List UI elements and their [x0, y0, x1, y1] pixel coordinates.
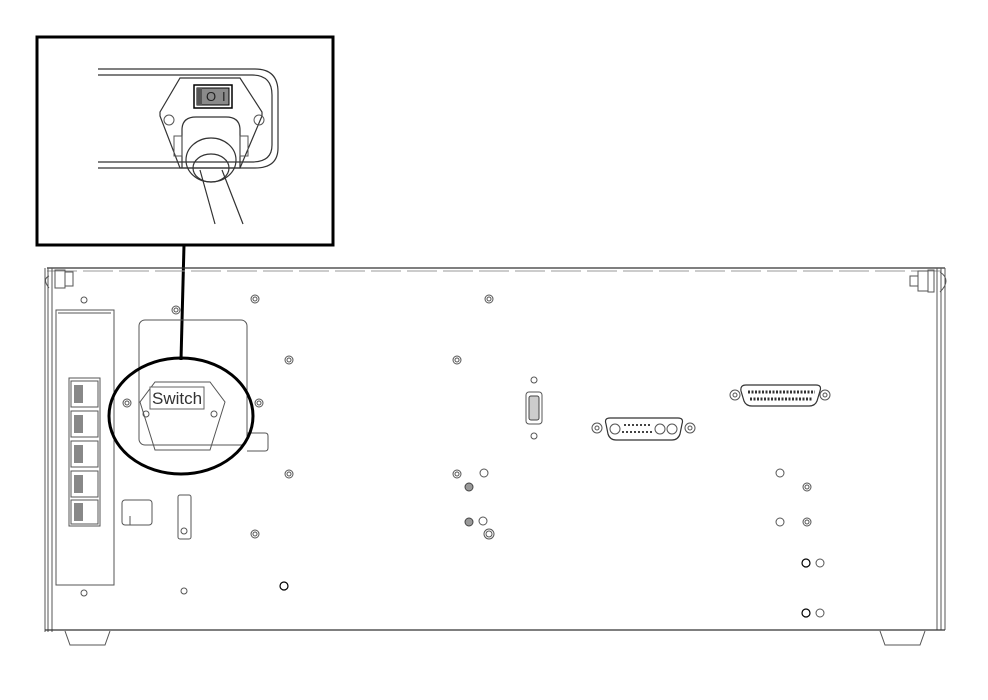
screw-icon [253, 114, 265, 126]
thumbscrew-icon [45, 269, 74, 289]
ethernet-port-icon [70, 499, 99, 525]
chassis [44, 267, 947, 646]
rocker-switch: O I [193, 84, 233, 109]
switch-on-symbol: I [222, 89, 226, 104]
switch-off-symbol: O [206, 89, 216, 104]
foot [64, 630, 111, 646]
callout-leader-line [179, 244, 186, 361]
power-cord [199, 169, 244, 225]
d-sub-37-connector-icon [729, 384, 831, 407]
d-sub-combo-connector-icon [591, 417, 696, 441]
thumbscrew-icon [909, 269, 947, 293]
ethernet-port-icon [70, 410, 99, 438]
ethernet-port-icon [70, 470, 99, 498]
foot [879, 630, 926, 646]
ethernet-module [55, 296, 115, 597]
power-plug [181, 116, 241, 168]
ethernet-port-icon [70, 380, 99, 408]
callout-box: O I [35, 35, 335, 247]
usb-port-icon [525, 376, 543, 440]
callout-highlight-circle [107, 356, 255, 476]
power-inlet: Switch [122, 319, 269, 452]
ethernet-port-icon [70, 440, 99, 468]
switch-label: Switch [152, 389, 202, 408]
ground-screw [177, 494, 192, 540]
mounting-holes [171, 294, 825, 618]
screw-icon [163, 114, 175, 126]
ground-terminal [121, 499, 153, 526]
